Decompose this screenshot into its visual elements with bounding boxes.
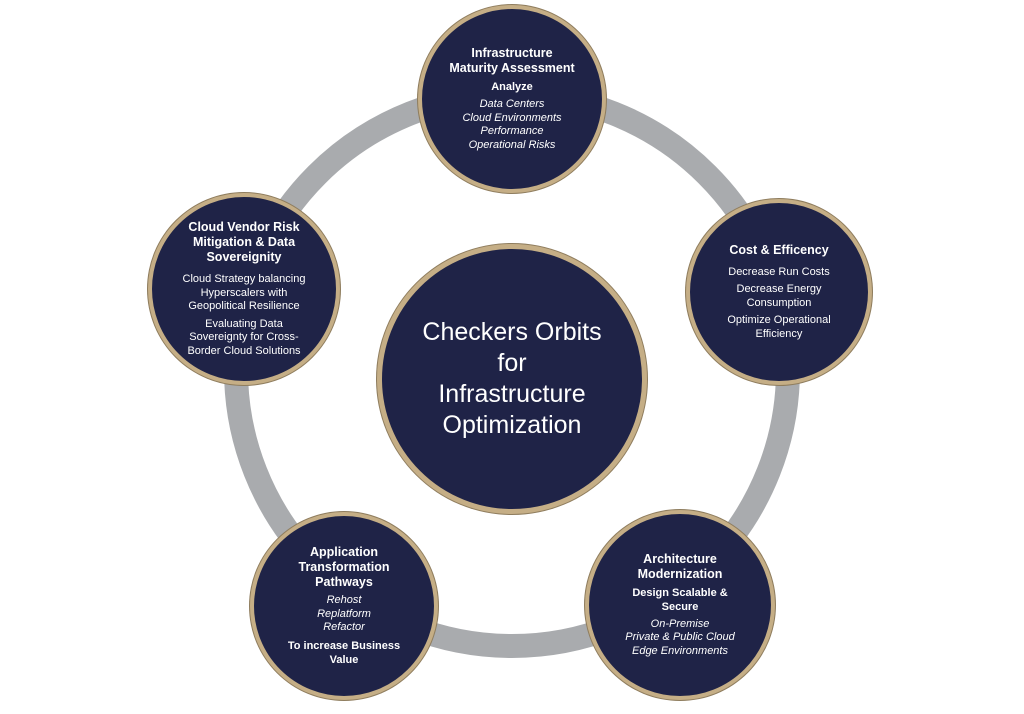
node-title: Application Transformation Pathways bbox=[299, 545, 390, 590]
node-subtitle-line: Design Scalable & bbox=[632, 586, 728, 599]
node-subtitle-line: Secure bbox=[661, 600, 699, 613]
list-item: Cloud Environments bbox=[462, 111, 562, 124]
center-title-line-1: Checkers Orbits bbox=[422, 318, 602, 346]
list-item-line: Consumption bbox=[746, 296, 812, 309]
list-item-line: Efficiency bbox=[755, 327, 803, 340]
list-item: Replatform bbox=[317, 607, 371, 620]
node-title-line: Modernization bbox=[637, 566, 723, 581]
node-item-list: On-Premise Private & Public Cloud Edge E… bbox=[625, 618, 734, 659]
list-item-line: Evaluating Data bbox=[205, 317, 283, 330]
node-title: Infrastructure Maturity Assessment bbox=[449, 46, 574, 76]
node-title-line: Maturity Assessment bbox=[449, 61, 575, 75]
list-item-line: Decrease Run Costs bbox=[728, 265, 830, 278]
node-title-line: Pathways bbox=[315, 575, 373, 590]
node-footer-line: To increase Business bbox=[287, 639, 401, 652]
node-title-line: Sovereignity bbox=[206, 250, 282, 264]
list-item: Decrease Run Costs bbox=[728, 266, 830, 280]
node-title-line: Cloud Vendor Risk bbox=[188, 220, 300, 234]
node-infrastructure-maturity-assessment: Infrastructure Maturity Assessment Analy… bbox=[418, 5, 606, 193]
list-item: Rehost bbox=[326, 594, 362, 607]
node-title-line: Application bbox=[309, 545, 379, 560]
list-item-line: Optimize Operational bbox=[727, 314, 831, 327]
node-item-list: Rehost Replatform Refactor bbox=[317, 594, 371, 635]
node-application-transformation-pathways: Application Transformation Pathways Reho… bbox=[250, 512, 438, 700]
node-title: Cost & Efficency bbox=[729, 243, 828, 258]
list-item: Data Centers bbox=[479, 98, 545, 110]
node-title-line: Architecture bbox=[643, 551, 717, 566]
node-title: Cloud Vendor Risk Mitigation & Data Sove… bbox=[188, 220, 299, 265]
center-title-line-3: Infrastructure bbox=[438, 380, 586, 408]
list-item-line: Sovereignty for Cross- bbox=[189, 331, 299, 343]
list-item: Operational Risks bbox=[468, 138, 556, 151]
node-title: Architecture Modernization bbox=[638, 552, 723, 582]
node-footer: To increase Business Value bbox=[288, 639, 400, 667]
list-item-line: Decrease Energy bbox=[736, 283, 822, 296]
list-item-line: Hyperscalers with bbox=[200, 286, 288, 299]
center-title-line-4: Optimization bbox=[442, 411, 582, 439]
node-title-line: Infrastructure bbox=[471, 46, 553, 60]
node-architecture-modernization: Architecture Modernization Design Scalab… bbox=[585, 510, 775, 700]
node-cloud-vendor-risk-mitigation: Cloud Vendor Risk Mitigation & Data Sove… bbox=[148, 193, 340, 385]
list-item: Decrease Energy Consumption bbox=[737, 283, 822, 310]
list-item-line: Border Cloud Solutions bbox=[187, 344, 301, 357]
center-node: Checkers Orbits for Infrastructure Optim… bbox=[377, 244, 647, 514]
node-footer-line: Value bbox=[329, 653, 359, 666]
center-title-line-2: for bbox=[497, 349, 527, 377]
node-cost-efficiency: Cost & Efficency Decrease Run Costs Decr… bbox=[686, 199, 872, 385]
list-item: Evaluating Data Sovereignty for Cross- B… bbox=[187, 318, 300, 359]
node-subtitle: Analyze bbox=[491, 81, 533, 93]
list-item: Cloud Strategy balancing Hyperscalers wi… bbox=[183, 273, 306, 314]
node-subtitle: Design Scalable & Secure bbox=[632, 586, 727, 614]
list-item: Edge Environments bbox=[631, 644, 728, 657]
node-title-line: Transformation bbox=[298, 560, 390, 575]
list-item: Optimize Operational Efficiency bbox=[727, 314, 830, 341]
list-item-line: Geopolitical Resilience bbox=[188, 300, 300, 312]
node-title-line: Cost & Efficency bbox=[729, 242, 829, 257]
list-item: On-Premise bbox=[650, 617, 710, 630]
list-item: Performance bbox=[480, 125, 544, 137]
list-item: Private & Public Cloud bbox=[625, 631, 735, 644]
list-item-line: Cloud Strategy balancing bbox=[182, 273, 306, 285]
list-item: Refactor bbox=[323, 621, 365, 634]
node-title-line: Mitigation & Data bbox=[192, 235, 296, 249]
node-item-list: Data Centers Cloud Environments Performa… bbox=[462, 98, 561, 152]
